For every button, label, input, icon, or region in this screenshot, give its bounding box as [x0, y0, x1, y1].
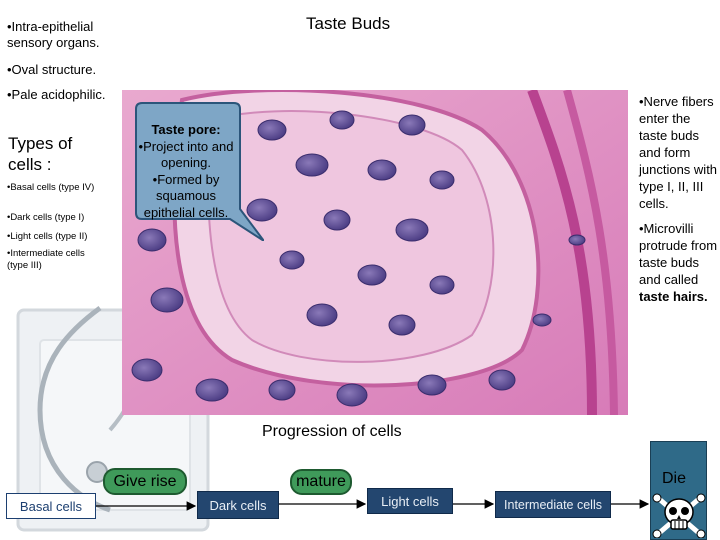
box-light-cells: Light cells: [367, 488, 453, 514]
progression-arrows: [96, 499, 650, 511]
box-basal-cells: Basal cells: [6, 493, 96, 519]
callout-title: Taste pore:: [151, 122, 221, 137]
type-item-dark: •Dark cells (type I): [7, 212, 85, 223]
box-intermediate-cells: Intermediate cells: [495, 491, 611, 518]
type-item-intermediate: •Intermediate cells (type III): [7, 248, 85, 271]
note-microvilli-text: •Microvilli protrude from taste buds and…: [639, 221, 718, 287]
intro-bullet-organs: •Intra-epithelial sensory organs.: [7, 19, 100, 50]
type-item-basal: •Basal cells (type IV): [7, 182, 95, 193]
die-label: Die: [662, 470, 687, 487]
page-title: Taste Buds: [306, 14, 391, 33]
note-microvilli-bold: taste hairs.: [639, 289, 708, 304]
note-nerve: •Nerve fibers enter the taste buds and f…: [639, 94, 718, 211]
note-microvilli: •Microvilli protrude from taste buds and…: [639, 220, 719, 305]
skull-crossbones-icon: [652, 493, 706, 538]
type-item-light: •Light cells (type II): [7, 231, 88, 242]
progression-title: Progression of cells: [262, 423, 402, 440]
intro-bullet-pale: •Pale acidophilic.: [7, 87, 106, 102]
pill-give-rise: Give rise: [103, 468, 187, 495]
callout-line-formed: •Formed by squamous epithelial cells.: [143, 171, 229, 220]
pill-mature: mature: [290, 469, 352, 495]
callout-line-project: •Project into and opening.: [138, 138, 234, 171]
types-heading: Types of cells :: [8, 133, 72, 175]
box-dark-cells: Dark cells: [197, 491, 279, 519]
intro-bullet-oval: •Oval structure.: [7, 62, 97, 77]
die-box: [650, 441, 707, 540]
callout-bubble: [135, 102, 264, 241]
types-heading-line2: cells :: [8, 155, 52, 174]
callout-text: Taste pore: •Project into and opening. •…: [136, 122, 236, 221]
right-notes: •Nerve fibers enter the taste buds and f…: [639, 93, 719, 305]
types-heading-line1: Types of: [8, 134, 73, 153]
